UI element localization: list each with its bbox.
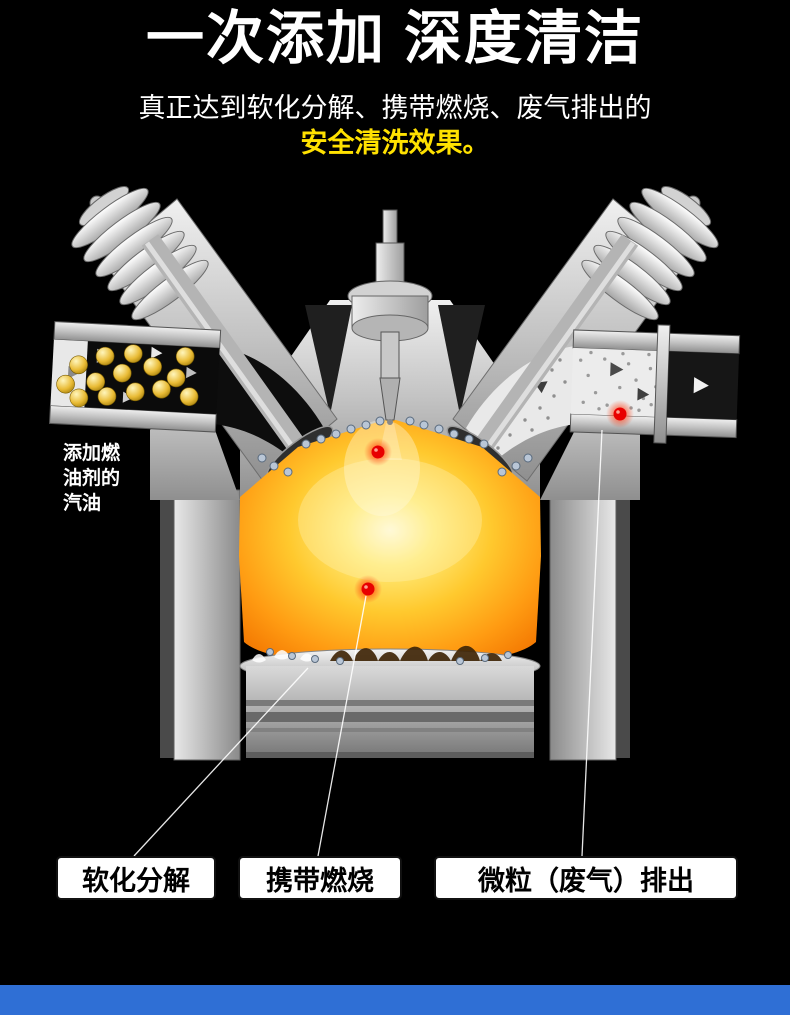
callout-soften-decompose: 软化分解 [56, 856, 216, 900]
intake-pipe [48, 321, 222, 433]
page-title: 一次添加 深度清洁 [145, 6, 645, 71]
intake-label-line1: 添加燃 [63, 443, 121, 464]
cylinder-walls [160, 489, 630, 761]
callout-lines [133, 429, 603, 857]
piston [239, 648, 541, 758]
hotspot-dot-icon [354, 575, 382, 603]
intake-label-line2: 油剂的 [63, 468, 121, 490]
bottom-accent-bar [0, 985, 790, 1015]
hotspot-dot-icon [364, 438, 392, 466]
combustion-chamber [239, 420, 541, 665]
fuel-droplet-beads [257, 387, 533, 477]
hotspot-dot-icon [606, 400, 634, 428]
exhaust-valve-spring-icon [581, 186, 719, 321]
flame-splashes [252, 650, 314, 663]
injector-icon [347, 209, 433, 425]
exhaust-pipe [569, 324, 741, 444]
fuel-additive-ball-icon [56, 344, 199, 408]
callout-exhaust-discharge: 微粒（废气）排出 [434, 856, 738, 900]
intake-gasoline-label: 添加燃 油剂的 汽油 [63, 441, 120, 516]
subtitle-line1: 真正达到软化分解、携带燃烧、废气排出的 [138, 93, 652, 123]
callout-carry-combustion: 携带燃烧 [238, 856, 402, 900]
intake-label-line3: 汽油 [63, 493, 102, 515]
subtitle-line2: 安全清洗效果。 [300, 128, 490, 158]
intake-valve-spring-icon [71, 186, 209, 321]
crown-beads [266, 648, 512, 665]
